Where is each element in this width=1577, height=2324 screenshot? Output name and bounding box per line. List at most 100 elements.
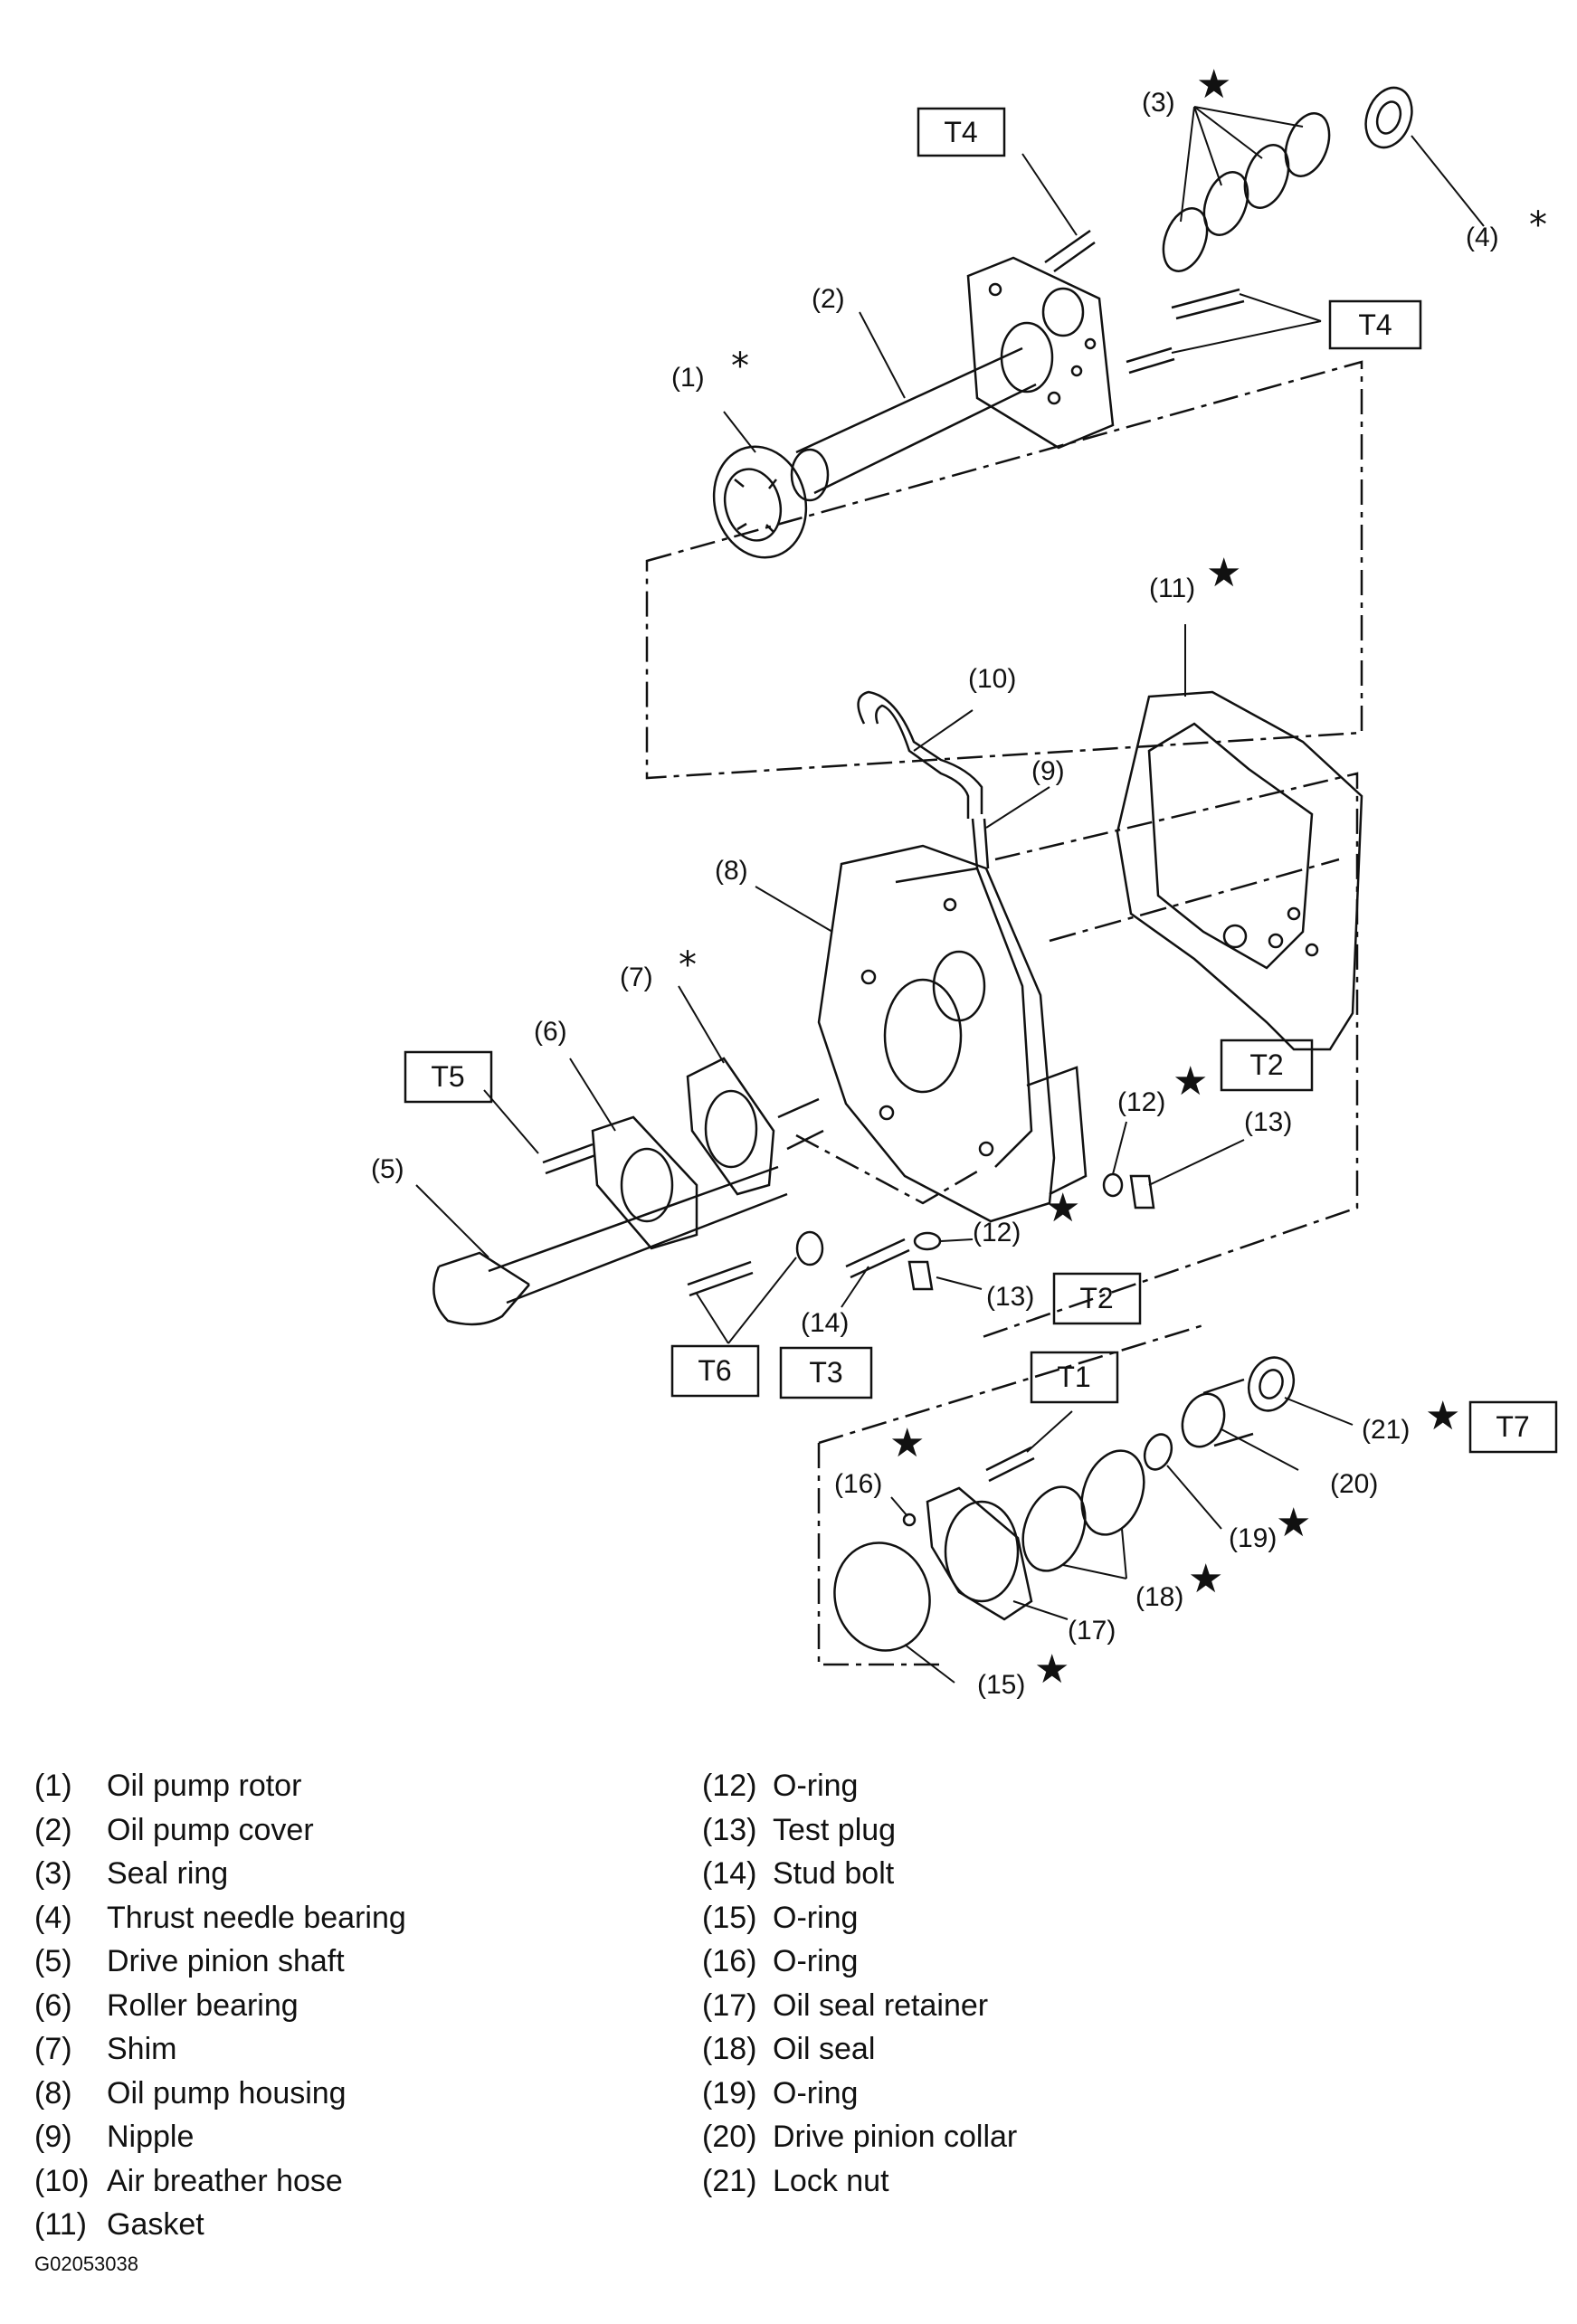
- reference-plane-upper: [645, 360, 1363, 780]
- star-icon: ★: [1045, 1185, 1080, 1231]
- reference-plane-middle: [795, 772, 1359, 1341]
- legend-item: (1)Oil pump rotor: [34, 1769, 302, 1803]
- oil-pump-rotor: [712, 445, 808, 559]
- t5-bolt: [542, 1143, 596, 1175]
- torque-label-t6: T6: [698, 1354, 731, 1387]
- callout-14: (14): [801, 1308, 849, 1338]
- star-icon: ★: [1034, 1646, 1069, 1693]
- callout-9: (9): [1031, 756, 1065, 786]
- callout-8: (8): [715, 856, 748, 886]
- oil-seals: [1021, 1449, 1145, 1572]
- parts-legend-left: (1)Oil pump rotor (2)Oil pump cover (3)S…: [34, 1764, 406, 2247]
- legend-item: (2)Oil pump cover: [34, 1812, 314, 1847]
- legend-item: (15)O-ring: [702, 1900, 859, 1935]
- callout-7: (7): [620, 963, 653, 992]
- star-icon: ★: [1188, 1556, 1223, 1602]
- callout-12b: (12): [973, 1218, 1021, 1247]
- callout-13a: (13): [1244, 1107, 1292, 1137]
- oil-seal-retainer: [926, 1486, 1033, 1621]
- callout-labels: (1) (2) (3) (4) (5) (6) (7) (8) (9) (10)…: [371, 88, 1499, 1700]
- legend-item: (7)Shim: [34, 2032, 177, 2066]
- drive-pinion-axis: [1049, 858, 1340, 943]
- t1-bolt: [985, 1446, 1035, 1483]
- legend-item: (8)Oil pump housing: [34, 2075, 347, 2111]
- callout-13b: (13): [986, 1282, 1034, 1312]
- callout-19: (19): [1229, 1523, 1277, 1553]
- lock-nut: [1247, 1356, 1296, 1412]
- reference-plane-lower: [817, 1323, 1204, 1666]
- legend-item: (19)O-ring: [702, 2075, 859, 2111]
- nipple: [971, 818, 990, 869]
- legend-item: (4)Thrust needle bearing: [34, 1900, 406, 1935]
- callout-15: (15): [977, 1670, 1025, 1700]
- drive-pinion-shaft: [432, 1097, 824, 1326]
- torque-label-t1: T1: [1057, 1361, 1090, 1393]
- legend-item: (17)Oil seal retainer: [702, 1987, 989, 2023]
- oil-pump-housing: [817, 844, 1088, 1223]
- parts-legend-right: (12)O-ring (13)Test plug (14)Stud bolt (…: [702, 1764, 1017, 2203]
- callout-18: (18): [1135, 1582, 1183, 1612]
- legend-item: (21)Lock nut: [702, 2163, 889, 2198]
- asterisk-markers: * * *: [679, 204, 1547, 986]
- thrust-needle-bearing: [1364, 86, 1413, 149]
- torque-label-t3: T3: [809, 1356, 842, 1389]
- torque-label-t4-top: T4: [944, 116, 977, 148]
- drive-pinion-collar: [1181, 1378, 1254, 1448]
- roller-bearing: [591, 1115, 698, 1250]
- callout-4: (4): [1466, 223, 1499, 252]
- legend-item: (9)Nipple: [34, 2120, 195, 2154]
- o-ring-16: [902, 1513, 917, 1527]
- star-icon: ★: [1173, 1058, 1208, 1105]
- air-breather-hose: [857, 690, 983, 819]
- callout-6: (6): [534, 1017, 567, 1047]
- o-ring-19: [1143, 1433, 1173, 1471]
- leader-lines: [415, 106, 1485, 1684]
- t6-bolt-and-stud: [687, 1230, 910, 1297]
- legend-item: (5)Drive pinion shaft: [34, 1944, 345, 1978]
- legend-item: (13)Test plug: [702, 1812, 897, 1847]
- callout-2: (2): [812, 284, 845, 314]
- callout-12a: (12): [1117, 1087, 1165, 1117]
- shim: [686, 1057, 775, 1196]
- legend-item: (14)Stud bolt: [702, 1856, 895, 1891]
- exploded-view-diagram: (1) (2) (3) (4) (5) (6) (7) (8) (9) (10)…: [371, 62, 1558, 1700]
- legend-item: (11)Gasket: [34, 2207, 204, 2242]
- legend-item: (3)Seal ring: [34, 1856, 229, 1891]
- replace-star-markers: ★ ★ ★ ★ ★ ★ ★ ★ ★: [889, 62, 1460, 1693]
- t4-bolts: [1044, 229, 1245, 375]
- star-icon: ★: [1276, 1500, 1311, 1546]
- callout-17: (17): [1068, 1616, 1116, 1646]
- callout-3: (3): [1142, 88, 1175, 118]
- legend-item: (6)Roller bearing: [34, 1987, 299, 2023]
- callout-1: (1): [671, 363, 705, 393]
- callout-16: (16): [834, 1469, 882, 1499]
- torque-boxes: [404, 107, 1558, 1454]
- figure-id: G02053038: [34, 2253, 138, 2275]
- seal-rings: [1162, 112, 1331, 272]
- star-icon: ★: [1196, 62, 1231, 108]
- o-rings-and-test-plugs: [907, 1172, 1155, 1291]
- callout-20: (20): [1330, 1469, 1378, 1499]
- torque-label-t5: T5: [431, 1060, 464, 1093]
- callout-11: (11): [1149, 574, 1195, 603]
- torque-label-t4-right: T4: [1358, 308, 1392, 341]
- star-icon: ★: [1425, 1393, 1460, 1439]
- asterisk-icon: *: [1529, 204, 1547, 246]
- legend-item: (10)Air breather hose: [34, 2163, 343, 2198]
- callout-21: (21): [1362, 1415, 1410, 1445]
- oil-pump-cover: [790, 256, 1115, 502]
- star-icon: ★: [1206, 550, 1241, 596]
- legend-item: (12)O-ring: [702, 1769, 859, 1803]
- legend-item: (20)Drive pinion collar: [702, 2120, 1018, 2154]
- callout-5: (5): [371, 1154, 404, 1184]
- torque-label-t2-lower: T2: [1079, 1282, 1113, 1314]
- star-icon: ★: [889, 1420, 925, 1466]
- asterisk-icon: *: [731, 346, 749, 387]
- asterisk-icon: *: [679, 944, 697, 986]
- legend-item: (18)Oil seal: [702, 2032, 876, 2066]
- legend-item: (16)O-ring: [702, 1944, 859, 1978]
- callout-10: (10): [968, 664, 1016, 694]
- o-ring-15: [833, 1541, 931, 1652]
- torque-labels: T4 T4 T5 T2 T2 T6 T3 T1 T7: [431, 116, 1529, 1443]
- torque-label-t7: T7: [1496, 1410, 1529, 1443]
